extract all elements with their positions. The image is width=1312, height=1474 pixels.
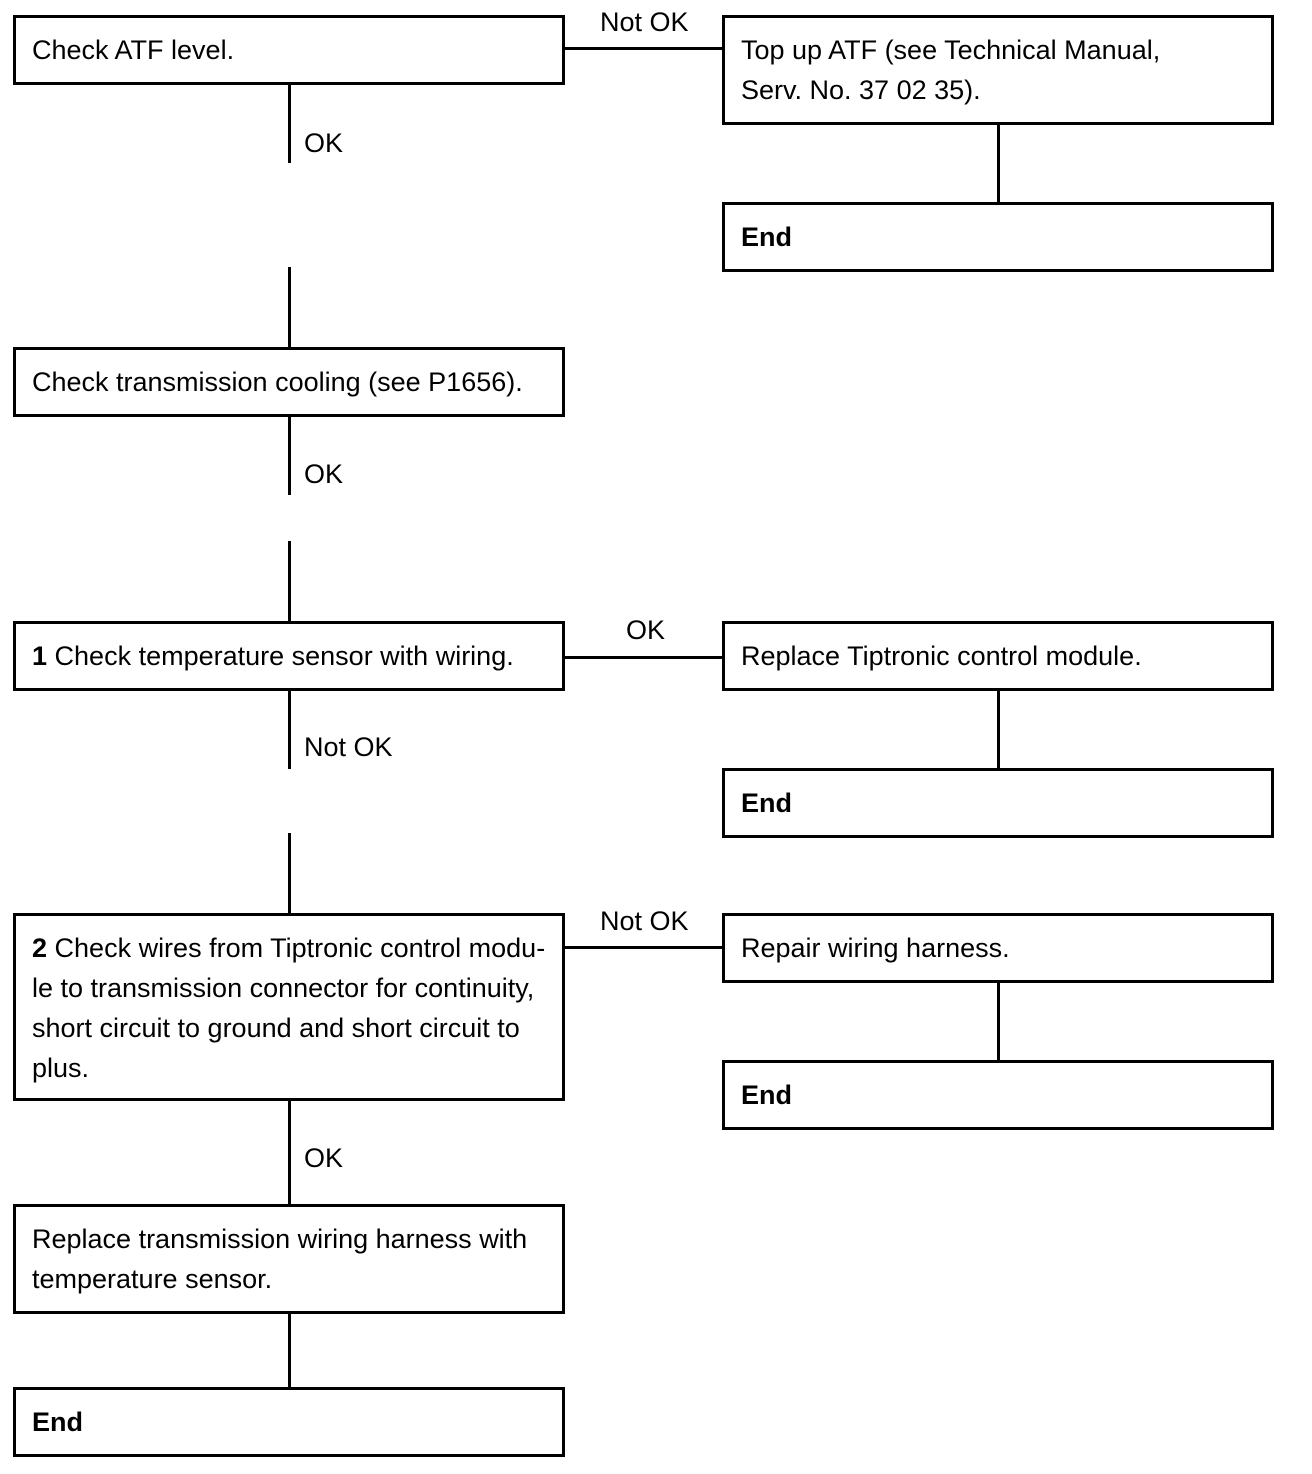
end-text-1: End xyxy=(741,222,792,252)
check-wires-line-2: le to transmission connector for continu… xyxy=(32,973,535,1003)
check-wires-line-1: Check wires from Tiptronic control modu- xyxy=(47,933,546,963)
connector-atf-to-top-up xyxy=(565,47,723,50)
check-sensor-box: 1 Check temperature sensor with wiring. xyxy=(13,621,565,691)
check-atf-level-box: Check ATF level. xyxy=(13,15,565,85)
check-cooling-box: Check transmission cooling (see P1656). xyxy=(13,347,565,417)
check-sensor-text: Check temperature sensor with wiring. xyxy=(47,641,514,671)
step-number-1: 1 xyxy=(32,641,48,671)
replace-harness-box: Replace transmission wiring harness with… xyxy=(13,1204,565,1314)
edge-label-sensor-ok: OK xyxy=(626,615,666,645)
edge-label-wires-ok: OK xyxy=(304,1143,344,1173)
connector-cooling-ok-upper xyxy=(288,417,291,495)
end-box-3: End xyxy=(722,1060,1274,1130)
top-up-atf-line-1: Top up ATF (see Technical Manual, xyxy=(741,35,1161,65)
edge-label-wires-not-ok: Not OK xyxy=(600,906,689,936)
replace-harness-line-1: Replace transmission wiring harness with xyxy=(32,1224,528,1254)
connector-sensor-not-ok-lower xyxy=(288,833,291,914)
edge-label-atf-ok: OK xyxy=(304,128,344,158)
connector-atf-ok-lower xyxy=(288,267,291,348)
end-text-2: End xyxy=(741,788,792,818)
top-up-atf-box: Top up ATF (see Technical Manual, Serv. … xyxy=(722,15,1274,125)
check-atf-level-text: Check ATF level. xyxy=(32,35,235,65)
check-wires-line-4: plus. xyxy=(32,1053,90,1083)
edge-label-sensor-not-ok: Not OK xyxy=(304,732,393,762)
end-box-4: End xyxy=(13,1387,565,1457)
check-cooling-text: Check transmission cooling (see P1656). xyxy=(32,367,523,397)
repair-harness-text: Repair wiring harness. xyxy=(741,933,1010,963)
replace-module-text: Replace Tiptronic control module. xyxy=(741,641,1142,671)
connector-repair-to-end xyxy=(997,983,1000,1061)
connector-replace-module-to-end xyxy=(997,691,1000,769)
connector-atf-ok-upper xyxy=(288,85,291,163)
end-text-3: End xyxy=(741,1080,792,1110)
check-wires-line-3: short circuit to ground and short circui… xyxy=(32,1013,520,1043)
replace-module-box: Replace Tiptronic control module. xyxy=(722,621,1274,691)
connector-replace-harness-to-end xyxy=(288,1314,291,1388)
connector-sensor-to-replace-module xyxy=(565,656,723,659)
edge-label-cooling-ok: OK xyxy=(304,459,344,489)
connector-top-up-to-end xyxy=(997,125,1000,203)
edge-label-atf-not-ok: Not OK xyxy=(600,7,689,37)
step-number-2: 2 xyxy=(32,933,48,963)
end-box-2: End xyxy=(722,768,1274,838)
connector-sensor-not-ok-upper xyxy=(288,691,291,769)
end-text-4: End xyxy=(32,1407,83,1437)
repair-harness-box: Repair wiring harness. xyxy=(722,913,1274,983)
top-up-atf-line-2: Serv. No. 37 02 35). xyxy=(741,75,981,105)
replace-harness-line-2: temperature sensor. xyxy=(32,1264,273,1294)
end-box-1: End xyxy=(722,202,1274,272)
connector-wires-ok xyxy=(288,1101,291,1205)
connector-cooling-ok-lower xyxy=(288,541,291,622)
check-wires-box: 2 Check wires from Tiptronic control mod… xyxy=(13,913,565,1101)
connector-wires-to-repair xyxy=(565,946,723,949)
